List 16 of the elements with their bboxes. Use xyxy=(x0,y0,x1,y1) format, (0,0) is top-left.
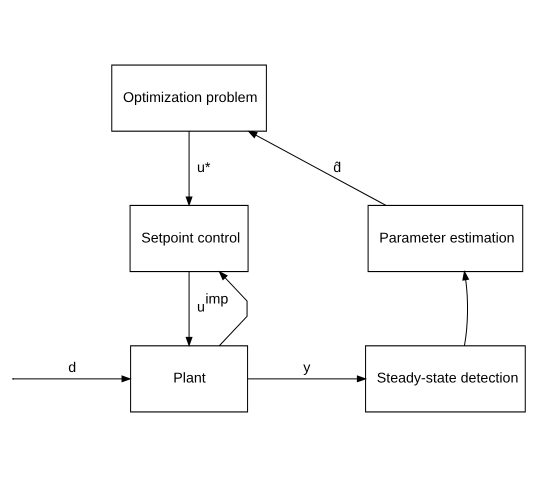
arrow xyxy=(186,272,193,347)
node-box: Steady-state detection xyxy=(365,345,526,412)
arrow xyxy=(462,270,470,346)
node-box: Parameter estimation xyxy=(368,204,524,272)
edge-label: u* xyxy=(196,160,210,176)
edge-label: y xyxy=(303,360,310,376)
edge-label: d̂ xyxy=(333,160,342,176)
node-box: Plant xyxy=(130,345,248,412)
arrow xyxy=(247,130,386,206)
arrow xyxy=(218,270,248,346)
arrow xyxy=(186,131,193,207)
node-box: Optimization problem xyxy=(111,64,267,132)
arrow xyxy=(14,375,132,382)
arrow xyxy=(248,375,368,382)
node-box: Setpoint control xyxy=(130,204,249,272)
edge-label: d xyxy=(68,360,76,376)
